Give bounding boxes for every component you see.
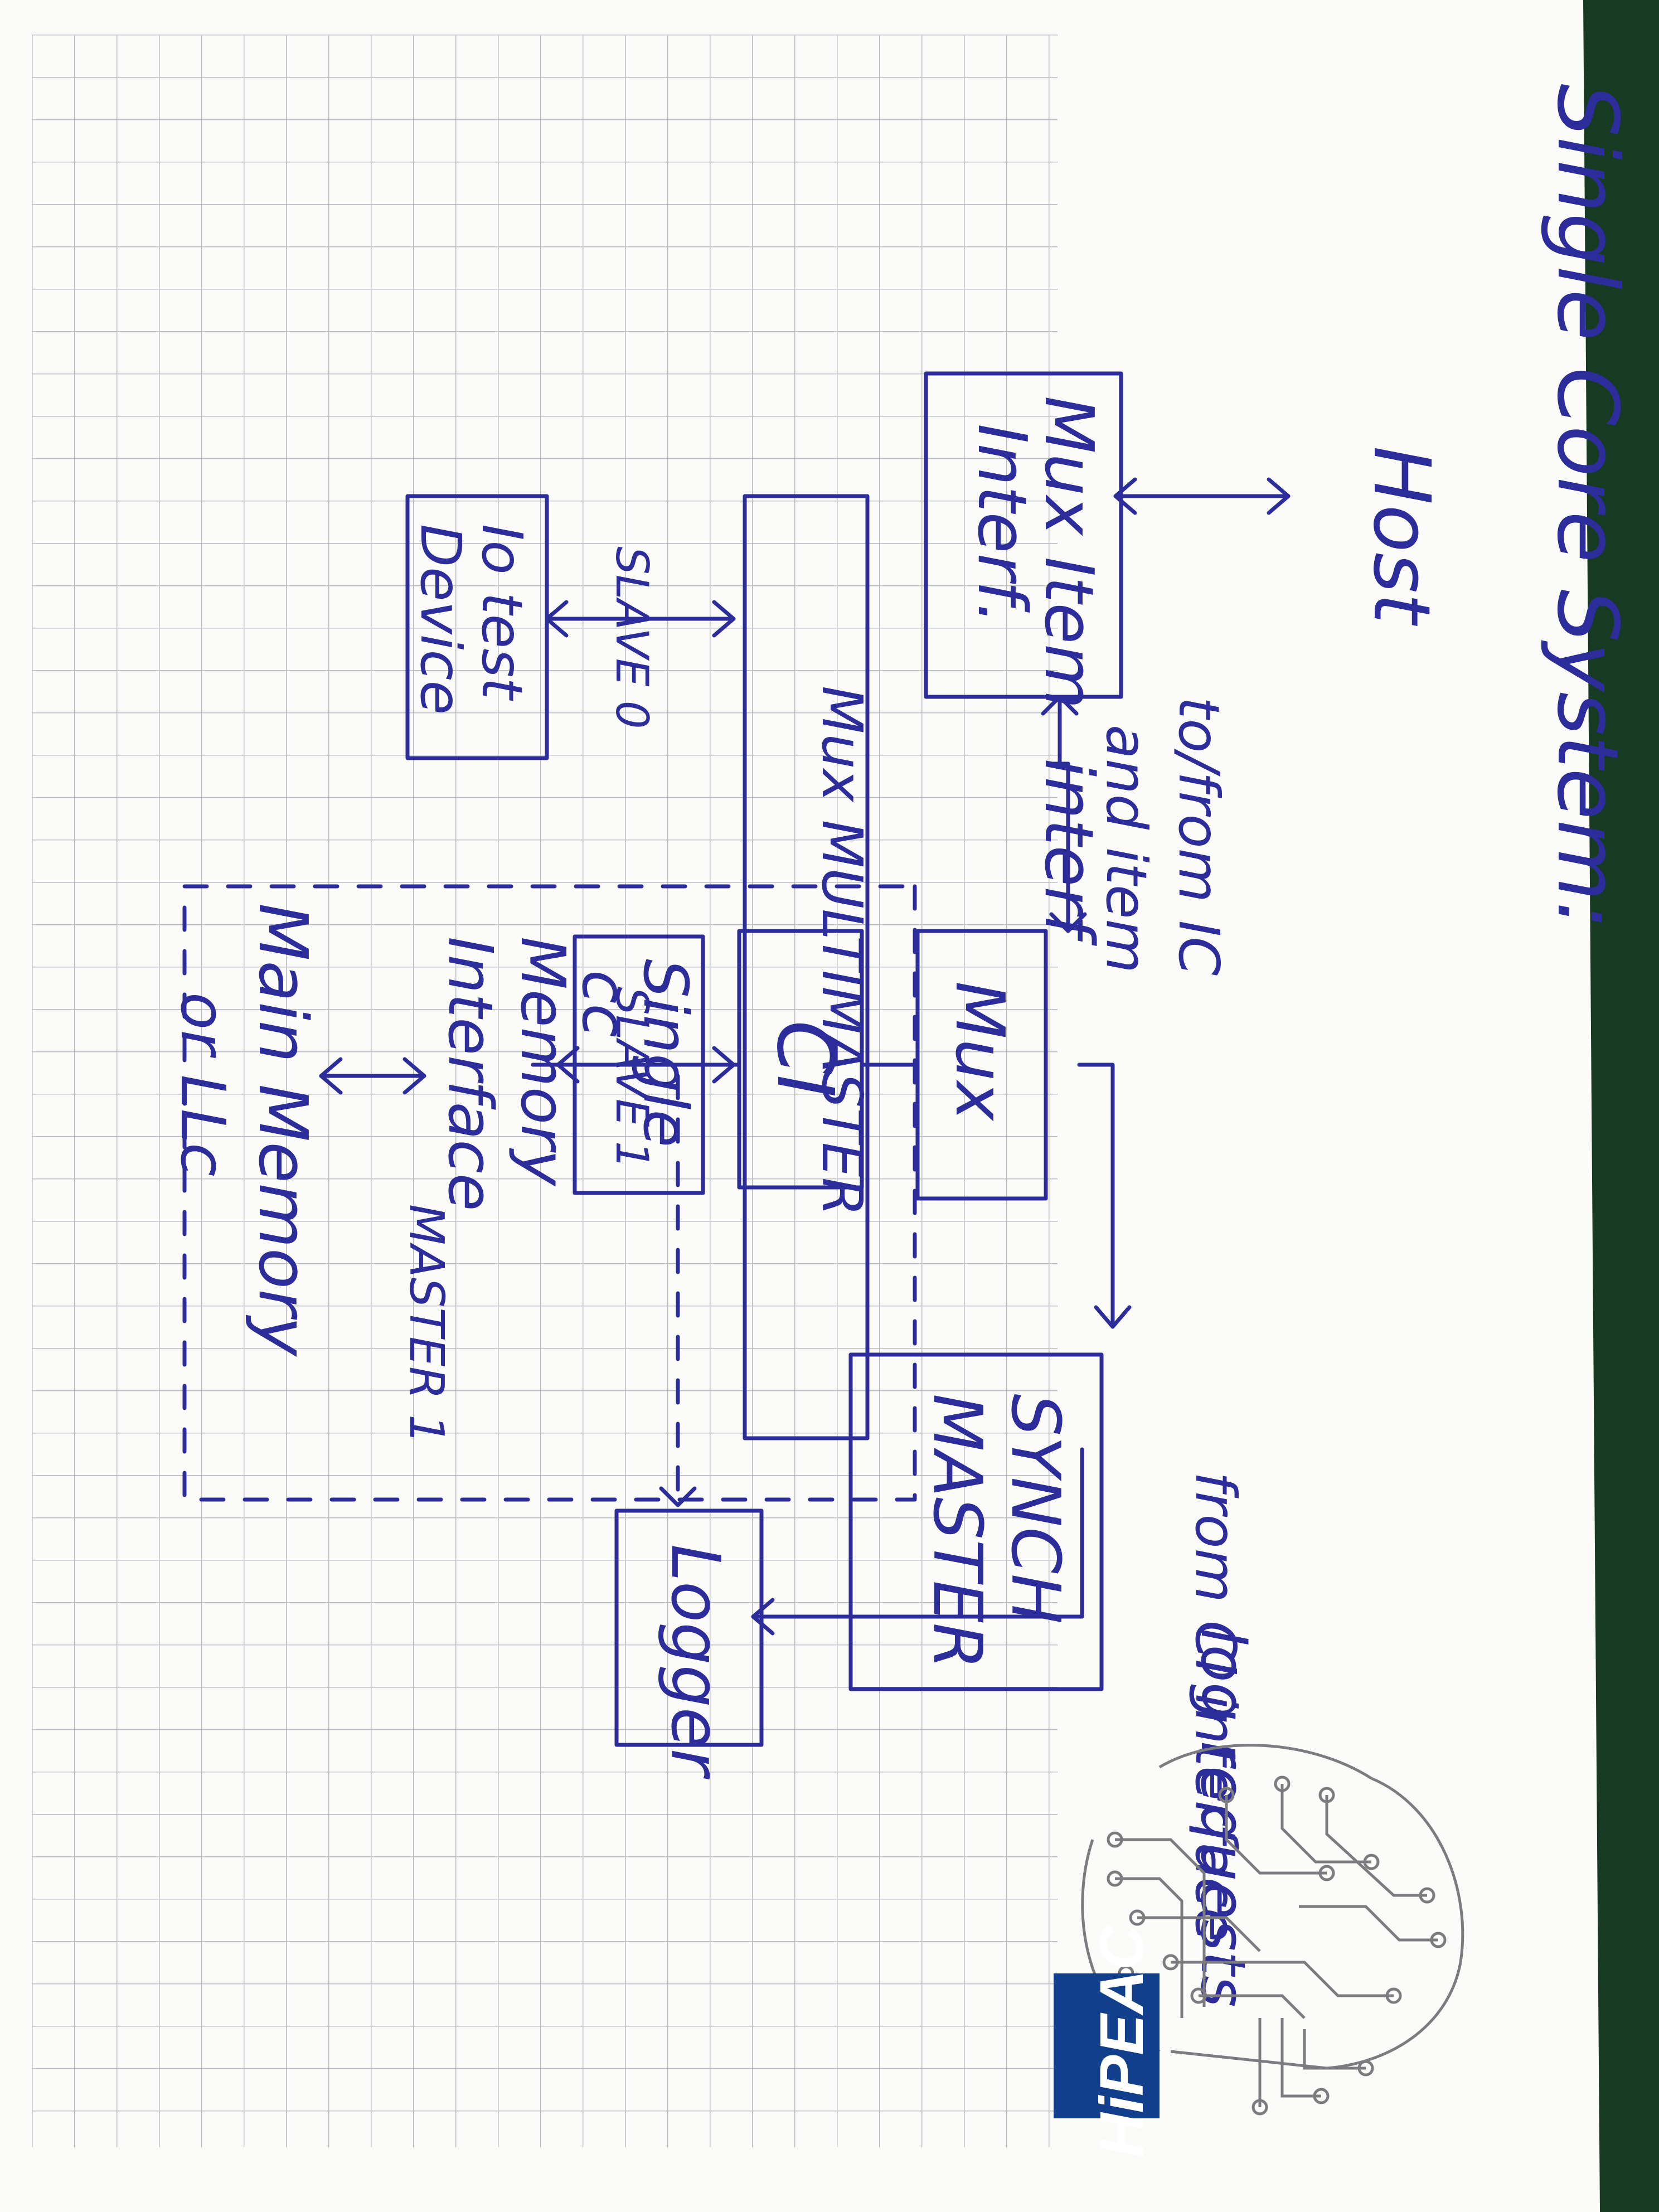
diagram-title: Single Core System:: [1539, 84, 1636, 929]
slave1-label: SLAVE 1: [606, 987, 658, 1170]
logger-box: [614, 1508, 764, 1747]
io-label-1: Io test: [469, 524, 535, 701]
host-label: Host: [1356, 446, 1447, 627]
io-label-2: Device: [408, 524, 473, 715]
main-memory-label-1: Main Memory: [244, 903, 321, 1357]
master1-region: [182, 884, 917, 1502]
io-test-device-box: [405, 494, 549, 760]
and-item-label: and item: [1094, 725, 1159, 973]
ci-logger-connector: [751, 1447, 1084, 1619]
master1-label: MASTER 1: [399, 1204, 454, 1444]
mux-label: Mux: [940, 981, 1018, 1122]
mux-multimaster-label: Mux MULTIMASTER: [809, 686, 875, 1216]
to-from-label: to/from IC: [1166, 697, 1231, 976]
single-cc-label-1: Single: [630, 959, 701, 1147]
logo-text: HiPEAC: [1088, 1925, 1156, 2157]
log-requests-label: log requests: [1187, 1628, 1259, 2007]
ci-label: CI: [759, 1020, 850, 1098]
ci-box: [737, 929, 864, 1190]
mux-multimaster-bus: [743, 494, 870, 1440]
slave0-label: SLAVE 0: [606, 546, 658, 729]
mux-item-label-2: Interf.: [963, 424, 1040, 624]
hipeac-logo: HiPEAC: [1054, 1744, 1464, 2157]
mux-item-label-1: Mux Item: [1030, 396, 1107, 709]
synch-label-1: SYNCH: [996, 1394, 1074, 1624]
single-cc-label-2: cc: [569, 970, 640, 1037]
memory-label-1: Memory: [507, 937, 579, 1187]
synch-master-box: [848, 1352, 1104, 1691]
synch-label-2: MASTER: [918, 1394, 996, 1669]
memory-label-2: Interface: [435, 937, 506, 1211]
hipeac-wordmark: HiPEAC: [1054, 1925, 1160, 2157]
grid-pattern: [32, 35, 1058, 2147]
main-memory-label-2: or LLc: [167, 992, 239, 1177]
logger-label: Logger: [656, 1544, 734, 1779]
diagram: Single Core System: Host Mux Item Interf…: [167, 84, 1636, 2007]
mux-item-interf-box: [924, 371, 1123, 699]
mux-synch-connector: [1077, 1063, 1115, 1329]
